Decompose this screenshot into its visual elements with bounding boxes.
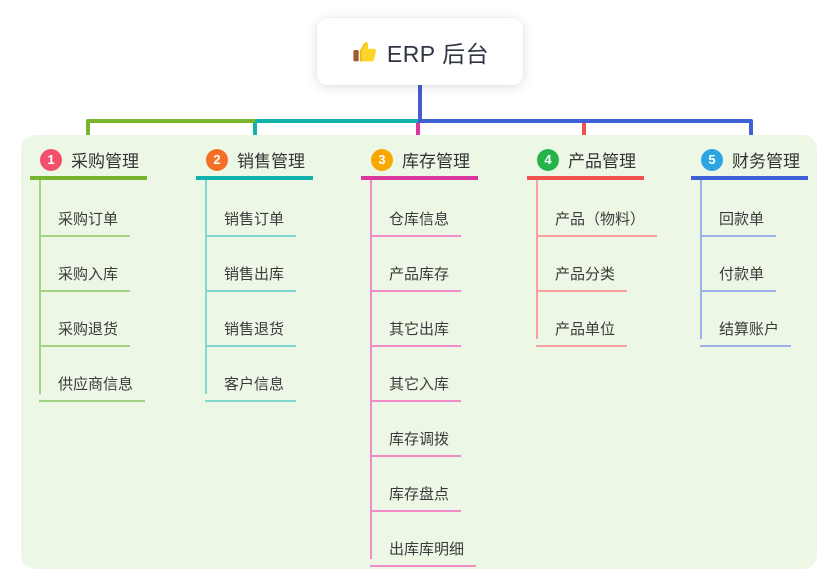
- child-label: 产品库存: [389, 266, 450, 283]
- connector-drop-sales: [253, 121, 257, 148]
- connector-root-line: [418, 84, 422, 123]
- connector-bus-left: [86, 119, 257, 123]
- root-title: ERP 后台: [386, 40, 490, 67]
- child-label: 供应商信息: [58, 376, 134, 393]
- child-node[interactable]: 产品库存: [370, 254, 462, 292]
- child-node[interactable]: 销售出库: [205, 254, 297, 292]
- branch-connector-line: [205, 180, 207, 394]
- root-node[interactable]: ERP 后台: [317, 18, 523, 85]
- child-node[interactable]: 采购订单: [39, 199, 131, 237]
- child-node[interactable]: 供应商信息: [39, 364, 146, 402]
- branches-panel: [21, 135, 817, 569]
- child-label: 付款单: [719, 266, 765, 283]
- branch-number-badge: 3: [371, 148, 393, 171]
- branch-node-purchase[interactable]: 1 采购管理: [30, 143, 147, 180]
- branch-title: 财务管理: [732, 152, 800, 171]
- connector-bus-middle: [255, 119, 420, 123]
- branch-purchase: 1 采购管理 采购订单 采购入库 采购退货 供应商信息: [30, 143, 147, 402]
- branch-number-badge: 5: [701, 148, 723, 171]
- child-label: 库存调拨: [389, 431, 450, 448]
- branch-title: 销售管理: [237, 152, 305, 171]
- branch-title: 库存管理: [402, 152, 470, 171]
- child-label: 产品（物料）: [555, 211, 646, 228]
- child-node[interactable]: 产品单位: [536, 309, 628, 347]
- child-label: 销售出库: [224, 266, 285, 283]
- child-label: 结算账户: [719, 321, 780, 338]
- child-label: 采购订单: [58, 211, 119, 228]
- child-node[interactable]: 结算账户: [700, 309, 792, 347]
- child-node[interactable]: 销售订单: [205, 199, 297, 237]
- child-label: 采购入库: [58, 266, 119, 283]
- connector-drop-product: [582, 121, 586, 148]
- branch-title: 采购管理: [71, 152, 139, 171]
- branch-connector-line: [370, 180, 372, 559]
- branch-node-sales[interactable]: 2 销售管理: [196, 143, 313, 180]
- connector-drop-inventory: [416, 121, 420, 148]
- child-label: 出库库明细: [389, 541, 465, 558]
- child-node[interactable]: 仓库信息: [370, 199, 462, 237]
- child-label: 仓库信息: [389, 211, 450, 228]
- branch-connector-line: [700, 180, 702, 339]
- branch-connector-line: [39, 180, 41, 394]
- branch-inventory: 3 库存管理 仓库信息 产品库存 其它出库 其它入库 库存调拨 库存盘点 出库库…: [361, 143, 478, 567]
- branch-node-product[interactable]: 4 产品管理: [527, 143, 644, 180]
- connector-bus-right: [418, 119, 753, 123]
- child-node[interactable]: 客户信息: [205, 364, 297, 402]
- child-label: 其它出库: [389, 321, 450, 338]
- branch-number-badge: 1: [40, 148, 62, 171]
- connector-drop-finance: [749, 121, 753, 148]
- branch-number-badge: 2: [206, 148, 228, 171]
- child-node[interactable]: 产品（物料）: [536, 199, 658, 237]
- branch-node-finance[interactable]: 5 财务管理: [691, 143, 808, 180]
- child-node[interactable]: 产品分类: [536, 254, 628, 292]
- branch-product: 4 产品管理 产品（物料） 产品分类 产品单位: [527, 143, 658, 347]
- child-node[interactable]: 付款单: [700, 254, 777, 292]
- child-node[interactable]: 库存调拨: [370, 419, 462, 457]
- child-node[interactable]: 出库库明细: [370, 529, 477, 567]
- child-label: 库存盘点: [389, 486, 450, 503]
- child-node[interactable]: 其它出库: [370, 309, 462, 347]
- child-label: 产品分类: [555, 266, 616, 283]
- child-node[interactable]: 采购入库: [39, 254, 131, 292]
- child-node[interactable]: 回款单: [700, 199, 777, 237]
- child-label: 销售订单: [224, 211, 285, 228]
- child-node[interactable]: 其它入库: [370, 364, 462, 402]
- child-node[interactable]: 销售退货: [205, 309, 297, 347]
- branch-sales: 2 销售管理 销售订单 销售出库 销售退货 客户信息: [196, 143, 313, 402]
- child-label: 其它入库: [389, 376, 450, 393]
- branch-title: 产品管理: [568, 152, 636, 171]
- child-label: 客户信息: [224, 376, 285, 393]
- child-label: 产品单位: [555, 321, 616, 338]
- branch-node-inventory[interactable]: 3 库存管理: [361, 143, 478, 180]
- child-label: 销售退货: [224, 321, 285, 338]
- child-node[interactable]: 库存盘点: [370, 474, 462, 512]
- branch-connector-line: [536, 180, 538, 339]
- branch-finance: 5 财务管理 回款单 付款单 结算账户: [691, 143, 808, 347]
- child-label: 采购退货: [58, 321, 119, 338]
- branch-number-badge: 4: [537, 148, 559, 171]
- connector-drop-purchase: [86, 121, 90, 148]
- thumbs-up-icon: [351, 39, 377, 65]
- child-label: 回款单: [719, 211, 765, 228]
- child-node[interactable]: 采购退货: [39, 309, 131, 347]
